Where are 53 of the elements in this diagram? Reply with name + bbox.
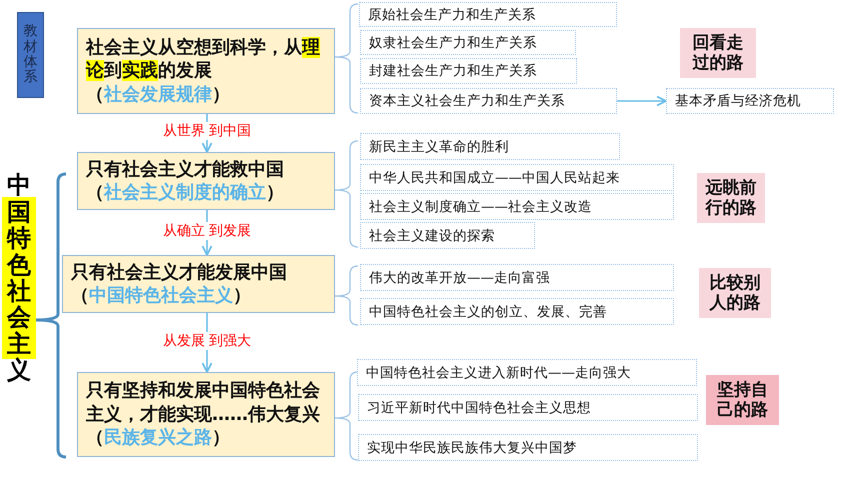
topic-box (360, 164, 674, 191)
topic-box (360, 30, 576, 55)
node-text: 习近平新时代中国特色社会主义思想 (367, 398, 591, 416)
node-text: 中国特色社会主义进入新时代——走向强大 (366, 364, 631, 382)
edge-label: 从确立 到发展 (160, 222, 254, 240)
topic-box (666, 88, 834, 114)
theme-box (680, 28, 756, 78)
node-text: 只有社会主义才能发展中国 (71, 260, 288, 284)
theme-box (697, 173, 765, 223)
node-text: 回看走过的路 (692, 32, 744, 74)
node-text: （社会发展规律） (86, 82, 231, 106)
edge-label: 从发展 到强大 (160, 332, 254, 350)
stage-box (77, 372, 335, 457)
topic-box (358, 394, 698, 421)
stage-box (77, 152, 335, 210)
node-text: 只有社会主义才能救中国 (86, 158, 285, 181)
node-text: 只有坚持和发展中国特色社会主义，才能实现……伟大复兴（民族复兴之路） (86, 379, 321, 450)
node-text: 实现中华民族民族伟大复兴中国梦 (367, 438, 577, 456)
node-text: 比较别人的路 (708, 272, 762, 314)
topic-box (360, 193, 674, 220)
theme-box (699, 268, 771, 318)
topic-box (360, 133, 620, 160)
node-text: 社会主义建设的探索 (369, 226, 495, 244)
node-text: 伟大的改革开放——走向富强 (369, 268, 550, 286)
stage-box (62, 255, 335, 313)
arrow (617, 96, 667, 106)
node-text: 坚持自己的路 (716, 380, 769, 420)
node-text: 资本主义社会生产力和生产关系 (369, 92, 565, 110)
node-text: 中国特色社会主义的创立、发展、完善 (369, 302, 607, 320)
theme-box (706, 375, 779, 425)
node-text: 中华人民共和国成立——中国人民站起来 (369, 168, 620, 186)
node-text: 基本矛盾与经济危机 (675, 92, 801, 110)
node-text: 社会主义从空想到科学，从理论到实践的发展 (86, 36, 321, 83)
node-text: 中国特色社会主义 (7, 172, 31, 384)
topic-box (360, 264, 674, 291)
topic-box (358, 434, 698, 461)
node-text: （中国特色社会主义） (71, 284, 252, 308)
node-text: 原始社会生产力和生产关系 (368, 6, 536, 24)
topic-box (357, 359, 697, 386)
node-text: 新民主主义革命的胜利 (369, 138, 509, 156)
topic-box (359, 2, 617, 27)
node-text: 社会主义制度确立——社会主义改造 (369, 198, 592, 216)
node-text: 教材体系 (24, 24, 38, 86)
node-text: 封建社会生产力和生产关系 (369, 62, 537, 80)
node-text: （社会主义制度的确立） (86, 181, 285, 204)
topic-box (360, 58, 577, 84)
topic-box (360, 222, 535, 249)
topic-box (360, 298, 674, 325)
category-box (17, 12, 44, 98)
topic-box (360, 88, 617, 114)
node-text: 远眺前行的路 (704, 178, 758, 218)
node-text: 奴隶社会生产力和生产关系 (369, 34, 537, 52)
stage-box (77, 28, 335, 114)
